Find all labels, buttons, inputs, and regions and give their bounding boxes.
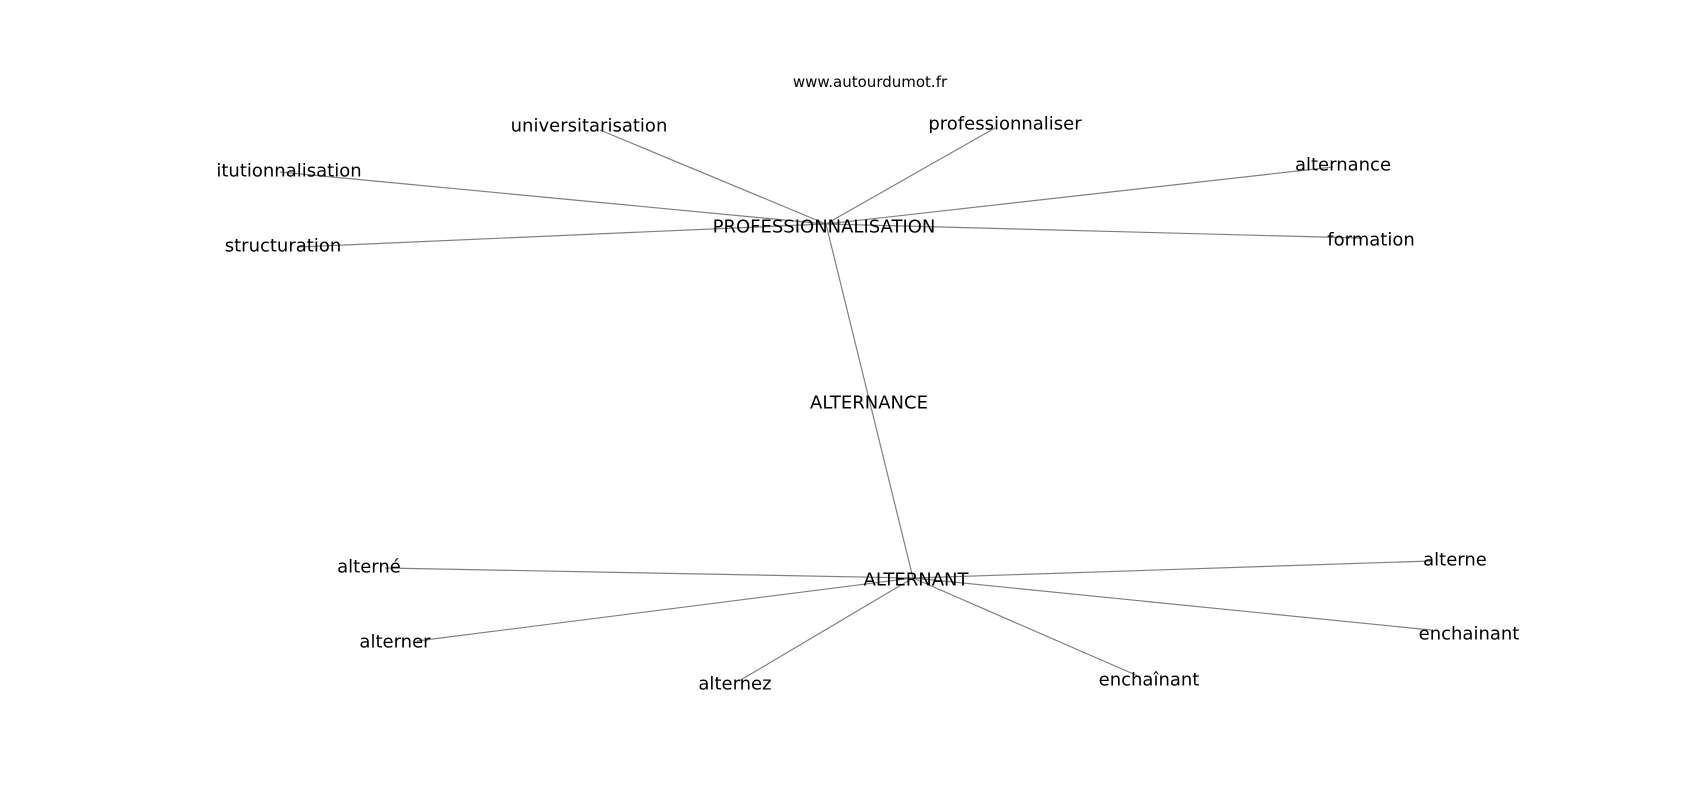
edge-alternant-enchainant: [912, 577, 1432, 631]
node-institutionnalisation[interactable]: itutionnalisation: [216, 160, 362, 182]
edge-professionnalisation-professionnaliser: [825, 127, 996, 225]
site-watermark: www.autourdumot.fr: [792, 73, 948, 91]
node-alterner[interactable]: alterner: [359, 631, 431, 653]
node-enchainant-circ[interactable]: enchaînant: [1098, 669, 1200, 691]
node-structuration[interactable]: structuration: [224, 235, 342, 257]
node-alternant[interactable]: ALTERNANT: [863, 569, 969, 591]
edge-professionnalisation-universitarisation: [599, 129, 827, 225]
node-formation[interactable]: formation: [1327, 229, 1415, 251]
node-professionnaliser[interactable]: professionnaliser: [928, 113, 1082, 135]
edge-alternant-alternez: [738, 577, 914, 682]
edge-professionnalisation-structuration: [297, 223, 827, 248]
node-alternez[interactable]: alternez: [698, 673, 772, 695]
node-alterne-accent[interactable]: alterné: [337, 556, 401, 578]
edge-professionnalisation-institutionnalisation: [279, 171, 827, 225]
edge-professionnalisation-alternance: [825, 166, 1334, 225]
node-alterne[interactable]: alterne: [1423, 549, 1487, 571]
edge-alternant-alterne_accent: [384, 567, 914, 579]
edge-alternant-alterner: [416, 577, 914, 642]
edge-alternant-enchainant_circ: [912, 577, 1139, 677]
edge-professionnalisation-alternant: [825, 223, 914, 579]
edge-alternant-alterne: [912, 560, 1432, 579]
node-enchainant[interactable]: enchainant: [1418, 623, 1520, 645]
node-alternance[interactable]: alternance: [1294, 154, 1392, 176]
node-professionnalisation[interactable]: PROFESSIONNALISATION: [712, 216, 936, 238]
edge-professionnalisation-formation: [825, 223, 1361, 239]
node-universitarisation[interactable]: universitarisation: [510, 115, 668, 137]
node-alternance-center[interactable]: ALTERNANCE: [810, 392, 928, 414]
